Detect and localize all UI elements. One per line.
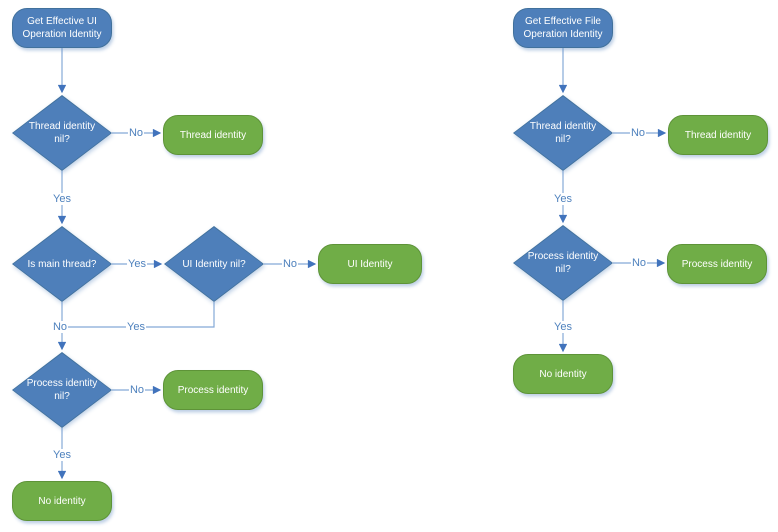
right-edge-label-process-no: No [630, 257, 648, 269]
right-edge-label-thread-no: No [629, 127, 647, 139]
left-decision-ui-nil: UI Identity nil? [164, 226, 264, 302]
left-start-node: Get Effective UI Operation Identity [12, 8, 112, 48]
left-decision-process-nil: Process identity nil? [12, 352, 112, 428]
right-decision-process-nil-label: Process identity nil? [527, 251, 599, 275]
left-edge-label-main-no: No [51, 321, 69, 333]
left-result-process-identity-label: Process identity [177, 384, 249, 396]
left-decision-is-main-thread: Is main thread? [12, 226, 112, 302]
connector-left-ui-yes [63, 302, 215, 328]
right-result-no-identity: No identity [513, 354, 613, 394]
left-result-thread-identity: Thread identity [163, 115, 263, 155]
right-result-no-identity-label: No identity [539, 368, 587, 380]
left-result-ui-identity: UI Identity [318, 244, 422, 284]
left-edge-label-thread-yes: Yes [52, 193, 72, 205]
right-result-process-identity-label: Process identity [681, 258, 753, 270]
right-decision-thread-nil-label: Thread identity nil? [529, 121, 597, 145]
left-edge-label-thread-no: No [127, 127, 145, 139]
left-decision-thread-nil-label: Thread identity nil? [28, 121, 96, 145]
left-result-no-identity: No identity [12, 481, 112, 521]
left-edge-label-process-no: No [128, 384, 146, 396]
left-result-process-identity: Process identity [163, 370, 263, 410]
left-decision-process-nil-label: Process identity nil? [26, 378, 98, 402]
left-result-thread-identity-label: Thread identity [179, 129, 247, 141]
left-decision-thread-nil: Thread identity nil? [12, 95, 112, 171]
left-result-no-identity-label: No identity [38, 495, 86, 507]
right-decision-process-nil: Process identity nil? [513, 225, 613, 301]
right-result-thread-identity: Thread identity [668, 115, 768, 155]
right-result-process-identity: Process identity [667, 244, 767, 284]
left-edge-label-main-yes: Yes [127, 258, 147, 270]
right-start-label: Get Effective File Operation Identity [523, 16, 603, 40]
left-edge-label-ui-no: No [281, 258, 299, 270]
right-edge-label-process-yes: Yes [553, 321, 573, 333]
left-edge-label-ui-yes: Yes [126, 321, 146, 333]
left-start-label: Get Effective UI Operation Identity [22, 16, 102, 40]
left-edge-label-process-yes: Yes [52, 449, 72, 461]
left-decision-is-main-thread-label: Is main thread? [27, 258, 97, 270]
right-start-node: Get Effective File Operation Identity [513, 8, 613, 48]
right-decision-thread-nil: Thread identity nil? [513, 95, 613, 171]
left-result-ui-identity-label: UI Identity [347, 258, 393, 270]
left-decision-ui-nil-label: UI Identity nil? [182, 258, 246, 270]
right-result-thread-identity-label: Thread identity [684, 129, 752, 141]
right-edge-label-thread-yes: Yes [553, 193, 573, 205]
